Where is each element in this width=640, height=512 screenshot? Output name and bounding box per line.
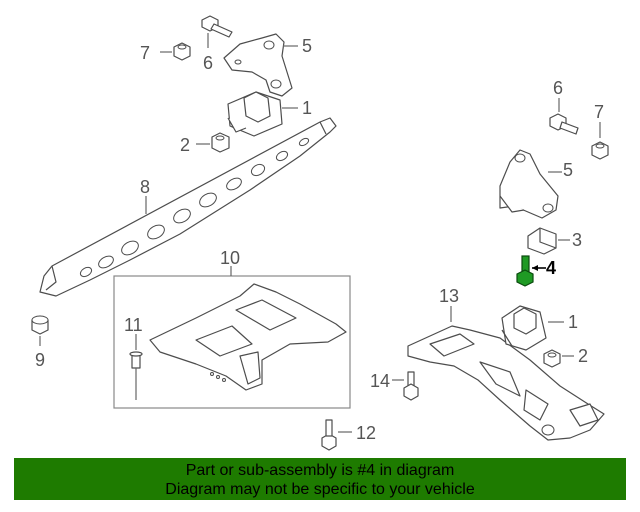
bushing-part-9	[31, 315, 49, 335]
skid-plate-part-10	[149, 283, 347, 391]
parts-diagram: 7 6 5 1 2	[31, 15, 609, 451]
callout-4: 4	[546, 258, 556, 278]
mount-part-1-left	[227, 91, 283, 137]
callout-13: 13	[439, 286, 459, 306]
callout-7-left: 7	[140, 43, 150, 63]
callout-11: 11	[124, 315, 143, 335]
bolt-part-14	[403, 371, 419, 401]
crossmember-part-8	[39, 117, 337, 297]
callout-5-left: 5	[302, 36, 312, 56]
callout-1-left: 1	[302, 98, 312, 118]
mount-part-1-right	[501, 305, 547, 351]
callout-6-right: 6	[553, 78, 563, 98]
callout-9: 9	[35, 350, 45, 370]
callout-3: 3	[572, 230, 582, 250]
callout-12: 12	[356, 423, 376, 443]
insulator-part-3	[527, 227, 557, 255]
nut-part-7-right	[591, 141, 609, 160]
bracket-part-5-right	[499, 149, 559, 219]
callout-8: 8	[140, 177, 150, 197]
nut-part-7-left	[173, 42, 191, 61]
bracket-part-5-left	[223, 33, 293, 97]
callout-2-right: 2	[578, 346, 588, 366]
callout-10: 10	[220, 248, 240, 268]
callout-5-right: 5	[563, 160, 573, 180]
group-box-10	[113, 275, 351, 409]
callout-6-left: 6	[203, 53, 213, 73]
bolt-part-6-right	[549, 113, 579, 135]
disclaimer-banner: Part or sub-assembly is #4 in diagram Di…	[14, 458, 626, 500]
callout-14: 14	[370, 371, 390, 391]
bolt-part-12	[321, 419, 337, 451]
nut-part-2-right	[543, 349, 561, 368]
arrowhead-4	[532, 265, 538, 271]
callout-7-right: 7	[594, 102, 604, 122]
bolt-part-4-highlighted	[516, 255, 534, 287]
bolt-part-6-left	[201, 15, 233, 38]
nut-part-2-left	[211, 132, 230, 153]
banner-line-2: Diagram may not be specific to your vehi…	[165, 481, 475, 498]
callout-2-left: 2	[180, 135, 190, 155]
callout-1-right: 1	[568, 312, 578, 332]
banner-line-1: Part or sub-assembly is #4 in diagram	[185, 462, 455, 479]
rivet-part-11	[129, 351, 143, 400]
crossmember-part-13	[407, 325, 605, 441]
